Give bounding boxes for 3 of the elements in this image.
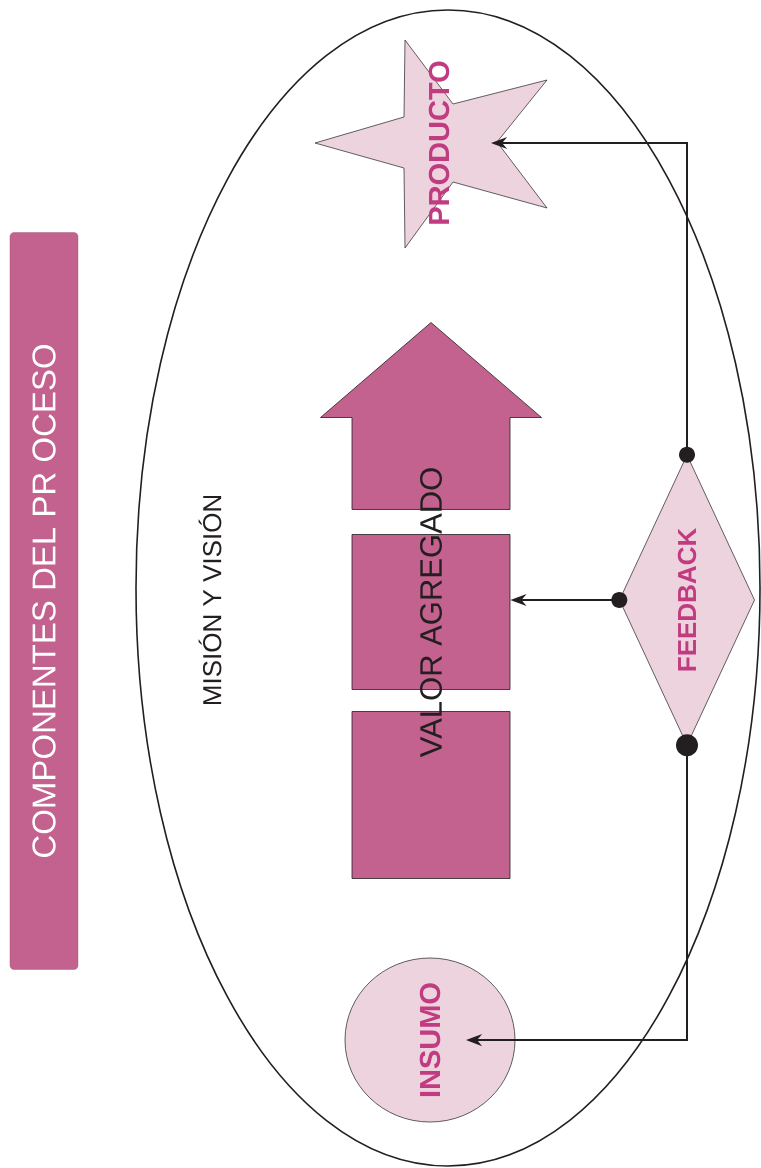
- block-label: VALOR AGREGADO: [420, 468, 442, 758]
- star: PRODUCTO: [314, 39, 548, 249]
- title-bar: COMPONENTES DEL PR OCESO: [9, 232, 79, 970]
